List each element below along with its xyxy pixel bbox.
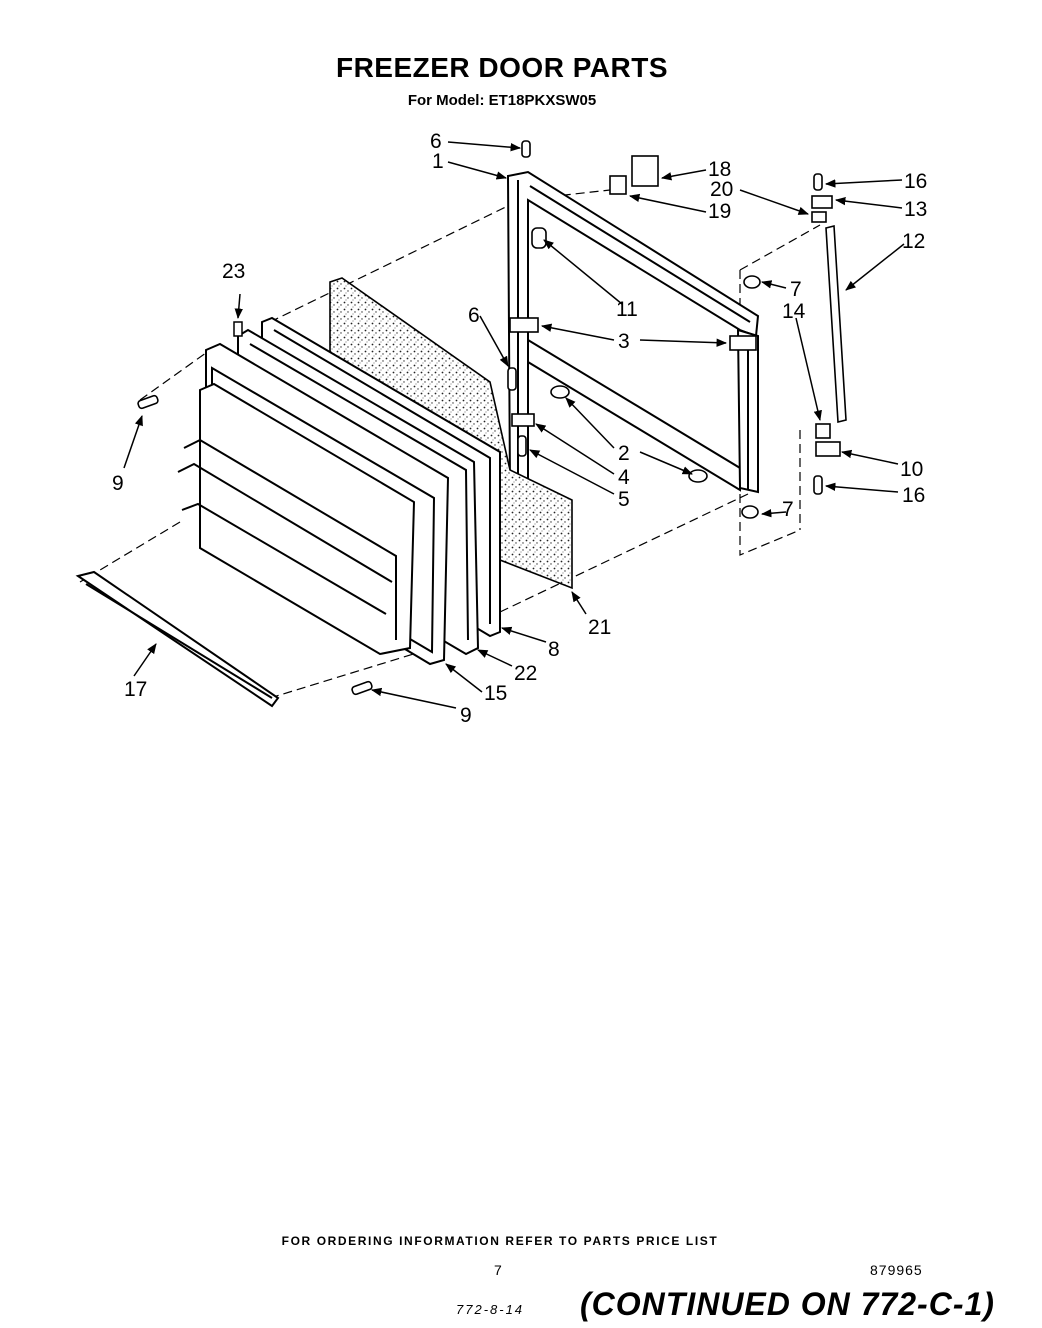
bracket-part-14 (815, 423, 831, 439)
breaker-strip-part-23 (233, 321, 243, 337)
model-subtitle: For Model: ET18PKXSW05 (407, 92, 597, 109)
callout-19: 19 (708, 200, 731, 223)
callout-21: 21 (588, 616, 611, 639)
washer-part-2-a (550, 385, 570, 399)
callout-23: 23 (222, 260, 245, 283)
inner-door-liner-part-15 (177, 342, 450, 666)
shelf-rail-part-17 (75, 570, 280, 708)
callout-5: 5 (618, 488, 630, 511)
bushing-part-20 (811, 211, 827, 223)
hardware-parts (137, 140, 847, 696)
callout-10: 10 (900, 458, 923, 481)
plug-part-11 (531, 227, 547, 249)
screw-part-16-bottom (813, 475, 823, 495)
pin-part-5 (517, 435, 527, 457)
screw-part-6 (521, 140, 531, 158)
callout-9-bottom: 9 (460, 704, 472, 727)
hinge-bracket-left (509, 317, 539, 333)
callout-labels: 6 1 18 20 19 16 13 12 23 7 11 6 14 3 2 4… (112, 130, 927, 727)
shim-part-19 (609, 175, 627, 195)
plug-part-7-bottom (741, 505, 759, 519)
callout-8: 8 (548, 638, 560, 661)
pin-part-6 (507, 367, 517, 391)
callout-17: 17 (124, 678, 147, 701)
callout-leaders (123, 141, 905, 709)
screw-part-9-left (137, 394, 159, 410)
callout-14: 14 (782, 300, 806, 323)
callout-6-top: 6 (430, 130, 442, 153)
plug-part-7-top (743, 275, 761, 289)
callout-7-top: 7 (790, 278, 802, 301)
page-number: 7 (494, 1262, 502, 1278)
callout-3: 3 (618, 330, 630, 353)
hinge-part-13 (811, 195, 833, 209)
callout-16-bottom: 16 (902, 484, 925, 507)
document-number: 879965 (870, 1262, 923, 1278)
screw-part-9-bottom (351, 680, 373, 696)
callout-12: 12 (902, 230, 925, 253)
ordering-note: FOR ORDERING INFORMATION REFER TO PARTS … (281, 1234, 719, 1248)
hinge-bracket-right (729, 335, 757, 351)
exploded-parts-diagram: 6 1 18 20 19 16 13 12 23 7 11 6 14 3 2 4… (75, 130, 927, 727)
callout-20: 20 (710, 178, 733, 201)
section-code: 772-8-14 (456, 1302, 525, 1317)
callout-6-mid: 6 (468, 304, 480, 327)
callout-15: 15 (484, 682, 507, 705)
assembly-guide-lines (79, 189, 821, 699)
callout-22: 22 (514, 662, 537, 685)
washer-part-2-b (688, 469, 708, 483)
bar-part-12 (825, 224, 847, 424)
callout-4: 4 (618, 466, 630, 489)
continued-note: (CONTINUED ON 772-C-1) (580, 1286, 995, 1322)
callout-18: 18 (708, 158, 731, 181)
callout-16-top: 16 (904, 170, 927, 193)
screw-part-16-top (813, 173, 823, 191)
hinge-part-10 (815, 441, 841, 457)
callout-1: 1 (432, 150, 444, 173)
callout-7-bottom: 7 (782, 498, 794, 521)
bushing-part-4 (511, 413, 535, 427)
callout-9-left: 9 (112, 472, 124, 495)
callout-13: 13 (904, 198, 927, 221)
page-title: FREEZER DOOR PARTS (335, 52, 669, 83)
callout-11: 11 (616, 298, 638, 321)
label-part-18 (631, 155, 659, 187)
callout-2: 2 (618, 442, 630, 465)
